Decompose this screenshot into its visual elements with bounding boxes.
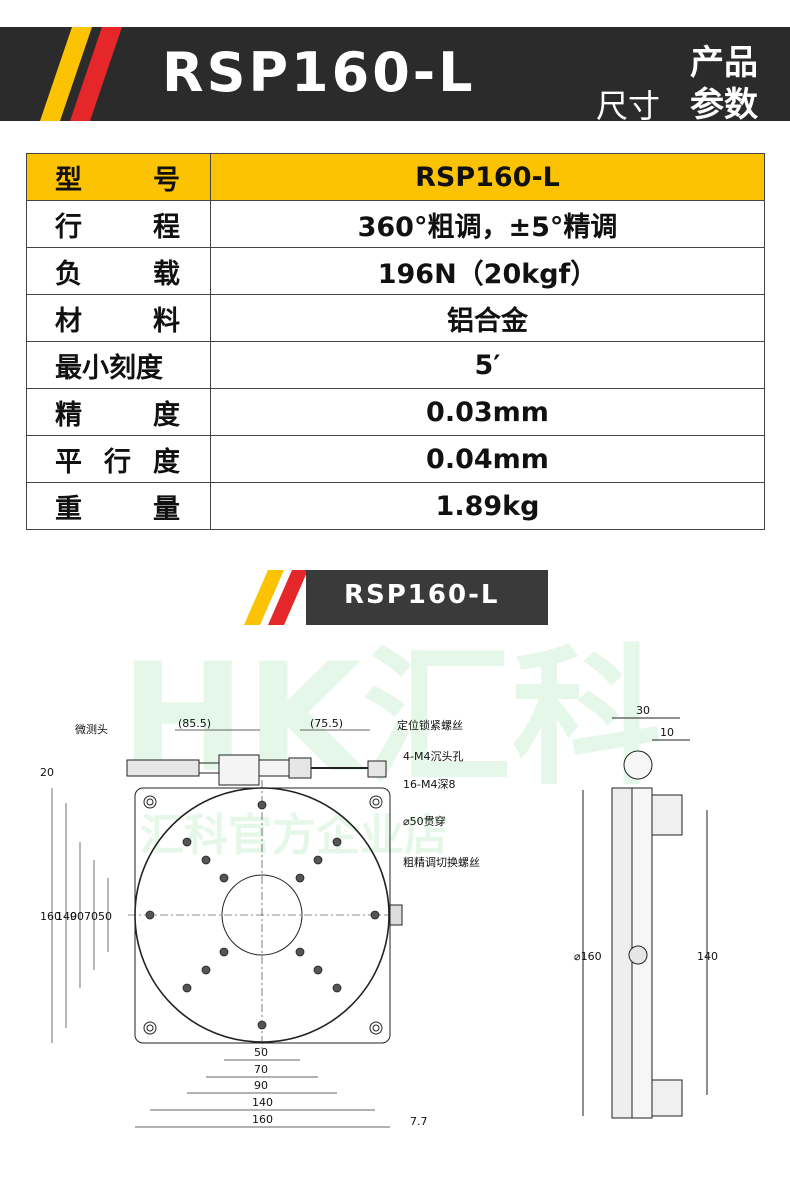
spec-table: 型号 RSP160-L 行程 360°粗调，±5°精调 负载 196N（20kg… bbox=[26, 153, 765, 530]
dim-side-d160: ⌀160 bbox=[574, 950, 602, 963]
spec-row: 材料 铝合金 bbox=[26, 294, 765, 342]
dim-top-right: (75.5) bbox=[310, 717, 343, 730]
technical-drawing: HK汇科 汇科官方企业店 bbox=[40, 632, 718, 1128]
watermark-logo: HK汇科 bbox=[120, 632, 662, 806]
switch-screw bbox=[389, 904, 403, 926]
banner-label-params: 参数 bbox=[690, 85, 758, 125]
spec-row: 负载 196N（20kgf） bbox=[26, 247, 765, 295]
dim-h160: 160 bbox=[252, 1113, 273, 1126]
spec-value: 铝合金 bbox=[210, 294, 765, 342]
spec-value: 5′ bbox=[210, 341, 765, 389]
callout-countersink: 4-M4沉头孔 bbox=[403, 750, 463, 763]
product-model-title: RSP160-L bbox=[162, 41, 476, 104]
spec-key-text: 平行度 bbox=[55, 446, 180, 478]
dim-h90: 90 bbox=[254, 1079, 268, 1092]
stripe-decoration bbox=[40, 27, 122, 121]
callout-switch-screw: 粗精调切换螺丝 bbox=[403, 855, 480, 869]
dim-side-30: 30 bbox=[636, 704, 650, 717]
spec-key-text: 精度 bbox=[55, 399, 180, 431]
spec-row: 精度 0.03mm bbox=[26, 388, 765, 436]
dim-h70: 70 bbox=[254, 1063, 268, 1076]
spec-table-header: 型号 RSP160-L bbox=[26, 153, 765, 201]
spec-value: 360°粗调，±5°精调 bbox=[210, 200, 765, 248]
dim-side-10: 10 bbox=[660, 726, 674, 739]
dim-v90: 90 bbox=[70, 910, 84, 923]
spec-value: 0.04mm bbox=[210, 435, 765, 483]
spec-key-text: 最小刻度 bbox=[55, 352, 163, 384]
dim-left-20: 20 bbox=[40, 766, 54, 779]
lock-screw bbox=[367, 760, 387, 778]
dim-v50: 50 bbox=[98, 910, 112, 923]
stripe-decoration bbox=[244, 570, 308, 625]
spec-key: 型号 bbox=[26, 153, 211, 201]
drawing-section-header: RSP160-L bbox=[244, 570, 548, 625]
spec-key-text: 负载 bbox=[55, 258, 180, 290]
spec-row: 重量 1.89kg bbox=[26, 482, 765, 530]
spec-key-text: 行程 bbox=[55, 211, 180, 243]
spec-key-text: 材料 bbox=[55, 305, 180, 337]
dim-top-left: (85.5) bbox=[178, 717, 211, 730]
dim-v160: 160 bbox=[40, 910, 61, 923]
spec-value: 196N（20kgf） bbox=[210, 247, 765, 295]
spec-key-text: 型号 bbox=[55, 164, 180, 196]
watermark-text: 汇科官方企业店 bbox=[140, 810, 448, 861]
dim-h50: 50 bbox=[254, 1046, 268, 1059]
micrometer-body bbox=[126, 759, 200, 777]
dim-v70: 70 bbox=[84, 910, 98, 923]
title-banner: RSP160-L 尺寸 产品 参数 bbox=[0, 27, 790, 125]
callout-tapped: 16-M4深8 bbox=[403, 778, 455, 791]
spec-value: RSP160-L bbox=[210, 153, 765, 201]
section-title: RSP160-L bbox=[344, 580, 500, 610]
spec-value: 0.03mm bbox=[210, 388, 765, 436]
spec-row: 最小刻度 5′ bbox=[26, 341, 765, 389]
spec-value: 1.89kg bbox=[210, 482, 765, 530]
dim-v140: 140 bbox=[56, 910, 77, 923]
dim-h77: 7.7 bbox=[410, 1115, 428, 1128]
callout-through-hole: ⌀50贯穿 bbox=[403, 814, 446, 828]
banner-label-product: 产品 bbox=[690, 43, 758, 83]
dim-side-140: 140 bbox=[697, 950, 718, 963]
side-view bbox=[582, 717, 708, 1119]
spec-row: 行程 360°粗调，±5°精调 bbox=[26, 200, 765, 248]
drive-block bbox=[218, 754, 260, 786]
section-bar bbox=[306, 570, 548, 625]
callout-micrometer: 微测头 bbox=[75, 722, 108, 736]
spec-key-text: 重量 bbox=[55, 493, 180, 525]
callout-lock-screw: 定位锁紧螺丝 bbox=[397, 718, 463, 732]
banner-label-size: 尺寸 bbox=[596, 87, 661, 125]
center-hole bbox=[221, 874, 303, 956]
tapped-holes bbox=[145, 800, 380, 1030]
dim-h140: 140 bbox=[252, 1096, 273, 1109]
spec-row: 平行度 0.04mm bbox=[26, 435, 765, 483]
